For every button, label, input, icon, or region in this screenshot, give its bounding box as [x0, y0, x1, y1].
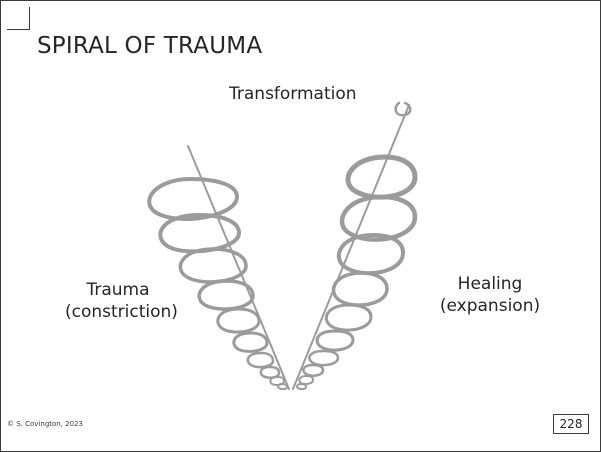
label-transformation: Transformation: [229, 83, 357, 105]
trauma-spiral-loop: [248, 353, 273, 367]
healing-spiral-loop: [342, 197, 415, 240]
label-healing-line1: Healing: [429, 273, 551, 295]
trauma-spiral: [149, 146, 289, 389]
healing-spiral-loop: [309, 351, 338, 365]
label-healing-line2: (expansion): [429, 295, 551, 317]
healing-spiral-loop: [334, 273, 387, 305]
trauma-spiral-loop: [149, 179, 237, 219]
healing-spiral-loop: [348, 157, 415, 197]
page-number-badge: 228: [553, 414, 589, 434]
copyright-footer: © S. Covington, 2023: [7, 420, 83, 428]
healing-spiral-loop: [326, 305, 371, 330]
label-trauma: Trauma (constriction): [65, 279, 171, 323]
label-trauma-line1: Trauma: [65, 279, 171, 301]
trauma-spiral-axis: [188, 146, 289, 389]
healing-spiral-loop: [303, 365, 323, 376]
healing-spiral: [293, 103, 415, 389]
label-trauma-line2: (constriction): [65, 301, 171, 323]
trauma-spiral-loop: [180, 249, 246, 282]
healing-spiral-loop: [299, 376, 313, 384]
trauma-spiral-loop: [278, 384, 287, 389]
trauma-spiral-loop: [234, 333, 267, 351]
trauma-spiral-loop: [218, 309, 259, 332]
trauma-spiral-loop: [160, 215, 239, 251]
healing-spiral-loop: [317, 331, 353, 350]
trauma-spiral-loop: [199, 281, 253, 309]
label-healing: Healing (expansion): [429, 273, 551, 317]
